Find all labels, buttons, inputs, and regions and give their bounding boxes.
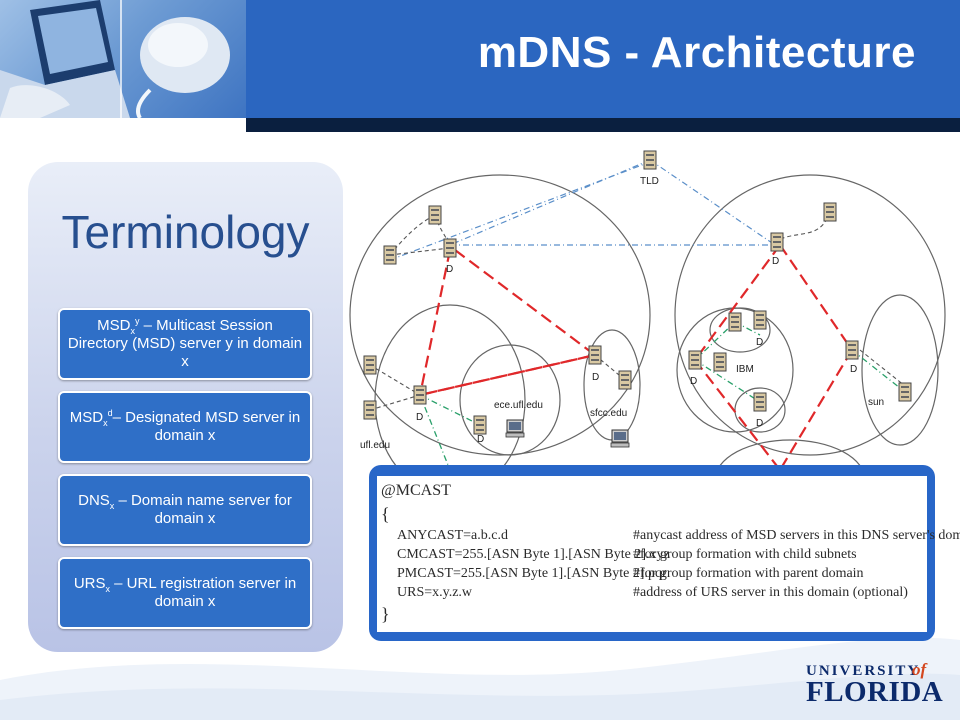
config-box: @MCAST { ANYCAST=a.b.c.d #anycast addres… <box>377 476 960 632</box>
server-icon <box>753 392 767 412</box>
label-d: D <box>850 364 857 375</box>
server-icon <box>728 312 742 332</box>
region-ece <box>459 344 561 456</box>
server-icon <box>713 352 727 372</box>
region-left <box>349 174 651 456</box>
label-d: D <box>592 372 599 383</box>
term-text: – Designated MSD server in domain x <box>112 409 301 444</box>
server-icon <box>363 400 377 420</box>
server-icon <box>845 340 859 360</box>
server-icon <box>898 382 912 402</box>
logo-university: UNIVERSITY <box>806 663 921 679</box>
logo-of: of <box>912 660 927 679</box>
server-icon <box>688 350 702 370</box>
label-sun: sun <box>868 397 884 408</box>
term-msd-d: MSDxd– Designated MSD server in domain x <box>58 391 312 463</box>
label-d: D <box>477 434 484 445</box>
region-right <box>674 174 946 456</box>
label-ufl: ufl.edu <box>360 440 390 451</box>
label-ece: ece.ufl.edu <box>494 400 543 411</box>
term-abbr: URS <box>73 575 106 592</box>
server-icon <box>413 385 427 405</box>
config-open-brace: { <box>381 504 390 524</box>
config-setting: URS=x.y.z.w <box>397 585 473 600</box>
label-d: D <box>690 376 697 387</box>
header-strip <box>246 118 960 132</box>
header-photo <box>0 0 246 118</box>
term-text: – Domain name server for domain x <box>114 492 292 527</box>
label-ibm: IBM <box>736 364 754 375</box>
server-icon <box>363 355 377 375</box>
config-setting: PMCAST=255.[ASN Byte 1].[ASN Byte 2].pqr <box>397 566 667 581</box>
workstation-icon <box>610 429 630 448</box>
term-sub: x <box>109 501 115 511</box>
terminology-heading: Terminology <box>61 206 310 258</box>
label-d: D <box>446 264 453 275</box>
term-sup: y <box>134 316 140 326</box>
label-sfcc: sfcc.edu <box>590 408 627 419</box>
server-icon <box>618 370 632 390</box>
term-abbr: MSD <box>97 317 131 334</box>
term-abbr: DNS <box>78 492 110 509</box>
label-tld: TLD <box>640 176 659 187</box>
logo-florida: FLORIDA <box>806 676 944 708</box>
laptop-and-mouse-image <box>0 0 230 118</box>
server-icon <box>428 205 442 225</box>
config-setting: ANYCAST=a.b.c.d <box>397 528 508 543</box>
term-abbr: MSD <box>69 409 104 426</box>
config-comment: #for group formation with parent domain <box>633 566 864 581</box>
region-bottom <box>716 439 864 470</box>
background-swoosh <box>0 637 960 720</box>
label-d: D <box>772 256 779 267</box>
config-comment: #address of URS server in this domain (o… <box>633 585 908 600</box>
config-setting: CMCAST=255.[ASN Byte 1].[ASN Byte 2].xyz <box>397 547 670 562</box>
server-icon <box>823 202 837 222</box>
term-sup: d <box>107 408 113 418</box>
config-close-brace: } <box>381 604 390 624</box>
server-icon <box>753 310 767 330</box>
label-d: D <box>756 418 763 429</box>
server-icon <box>770 232 784 252</box>
server-icon <box>443 238 457 258</box>
server-icon <box>588 345 602 365</box>
term-msd-y: MSDxy – Multicast Session Directory (MSD… <box>58 308 312 380</box>
config-comment: #for group formation with child subnets <box>633 547 857 562</box>
config-comment: #anycast address of MSD servers in this … <box>633 528 960 543</box>
term-text: – Multicast Session Directory (MSD) serv… <box>67 317 303 370</box>
term-sub: x <box>105 584 110 594</box>
tld-server-icon <box>643 150 657 170</box>
server-icon <box>473 415 487 435</box>
server-icon <box>383 245 397 265</box>
label-d: D <box>416 412 423 423</box>
term-dns: DNSx – Domain name server for domain x <box>58 474 312 546</box>
workstation-icon <box>505 419 525 438</box>
region-sun <box>861 294 939 446</box>
term-text: – URL registration server in domain x <box>109 575 297 610</box>
term-urs: URSx – URL registration server in domain… <box>58 557 312 629</box>
term-sub: x <box>130 326 135 336</box>
region-ibm-top <box>709 307 771 353</box>
region-ufl <box>374 304 526 470</box>
term-sub: x <box>103 418 108 428</box>
label-d: D <box>756 337 763 348</box>
page-title: mDNS - Architecture <box>477 28 916 77</box>
config-header: @MCAST <box>381 482 451 499</box>
architecture-diagram: TLD D D D D D D D D D IBM sun ece.ufl.ed… <box>349 150 946 470</box>
